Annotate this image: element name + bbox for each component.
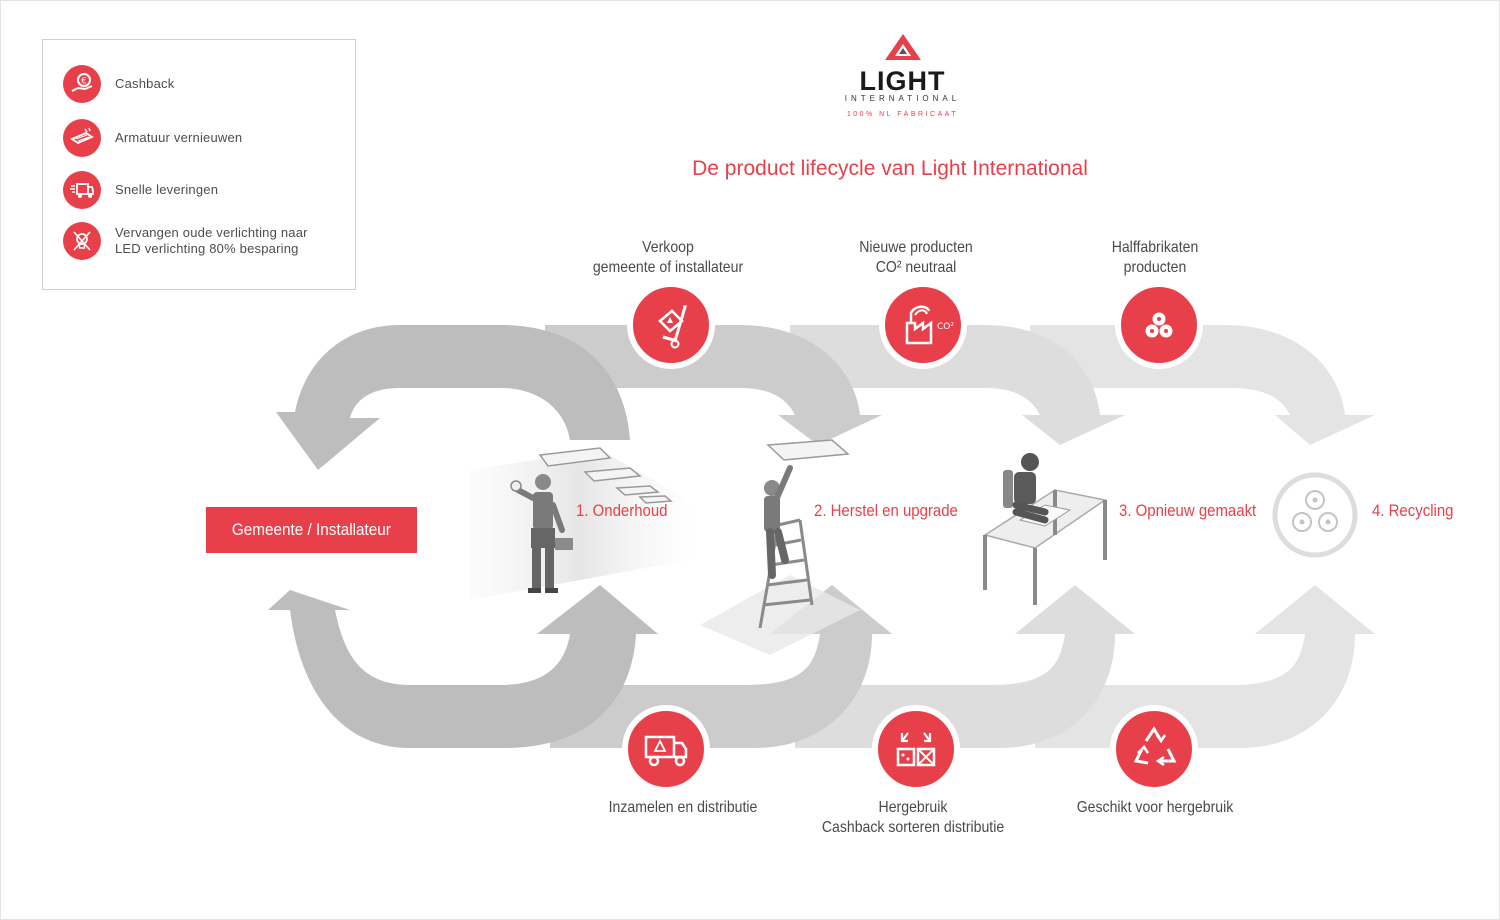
scene-herstel [700,439,860,655]
legend-label: Cashback [115,76,175,91]
loop-3-arrows [790,325,1135,748]
light-fixture-icon [63,119,101,157]
gemeente-installateur-label: Gemeente / Installateur [206,507,417,553]
recycle-icon [1110,705,1198,793]
hand-truck-icon [627,281,715,369]
legend-label: Snelle leveringen [115,182,219,197]
logo-word: LIGHT [859,66,946,96]
legend-label: Armatuur vernieuwen [115,130,243,145]
loop-4-arrows [1030,325,1375,748]
euro-hand-icon: € [63,65,101,103]
legend-label: Vervangen oude verlichting naar LED verl… [115,225,308,256]
logo-tagline: 100% NL FABRICAAT [846,111,959,118]
legend-item-leveringen: Snelle leveringen [63,171,218,209]
collection-truck-icon [622,705,710,793]
legend-item-armatuur: Armatuur vernieuwen [63,119,242,157]
delivery-truck-icon [63,171,101,209]
svg-text:CO²: CO² [937,322,954,332]
legend-item-led: Vervangen oude verlichting naar LED verl… [63,222,308,260]
logo-subtitle: INTERNATIONAL [844,94,961,103]
sorting-box-icon [872,705,960,793]
page-title: De product lifecycle van Light Internati… [692,157,1088,180]
stage-inzamelen-caption: Inzamelen en distributie [608,799,758,816]
svg-text:€: € [81,77,87,87]
co2-factory-icon: CO² [879,281,967,369]
light-international-logo: LIGHT INTERNATIONAL 100% NL FABRICAAT [835,30,970,125]
step-recycling-label: 4. Recycling [1372,501,1454,520]
logo-triangle-icon [885,34,921,60]
step-opnieuw-label: 3. Opnieuw gemaakt [1119,501,1257,520]
stage-geschikt-caption: Geschikt voor hergebruik [1076,799,1234,816]
legend-item-cashback: € Cashback [63,65,174,103]
step-onderhoud-label: 1. Onderhoud [576,501,668,520]
granules-icon [1115,281,1203,369]
no-bulb-icon [63,222,101,260]
loop-1-arrows [268,325,658,748]
scene-onderhoud [470,447,690,600]
legend-panel: € Cashback Armatuur vernieuwen Snelle le… [42,39,356,290]
step-herstel-label: 2. Herstel en upgrade [814,501,958,520]
scene-recycling [1272,472,1358,558]
scene-opnieuw [983,453,1107,605]
